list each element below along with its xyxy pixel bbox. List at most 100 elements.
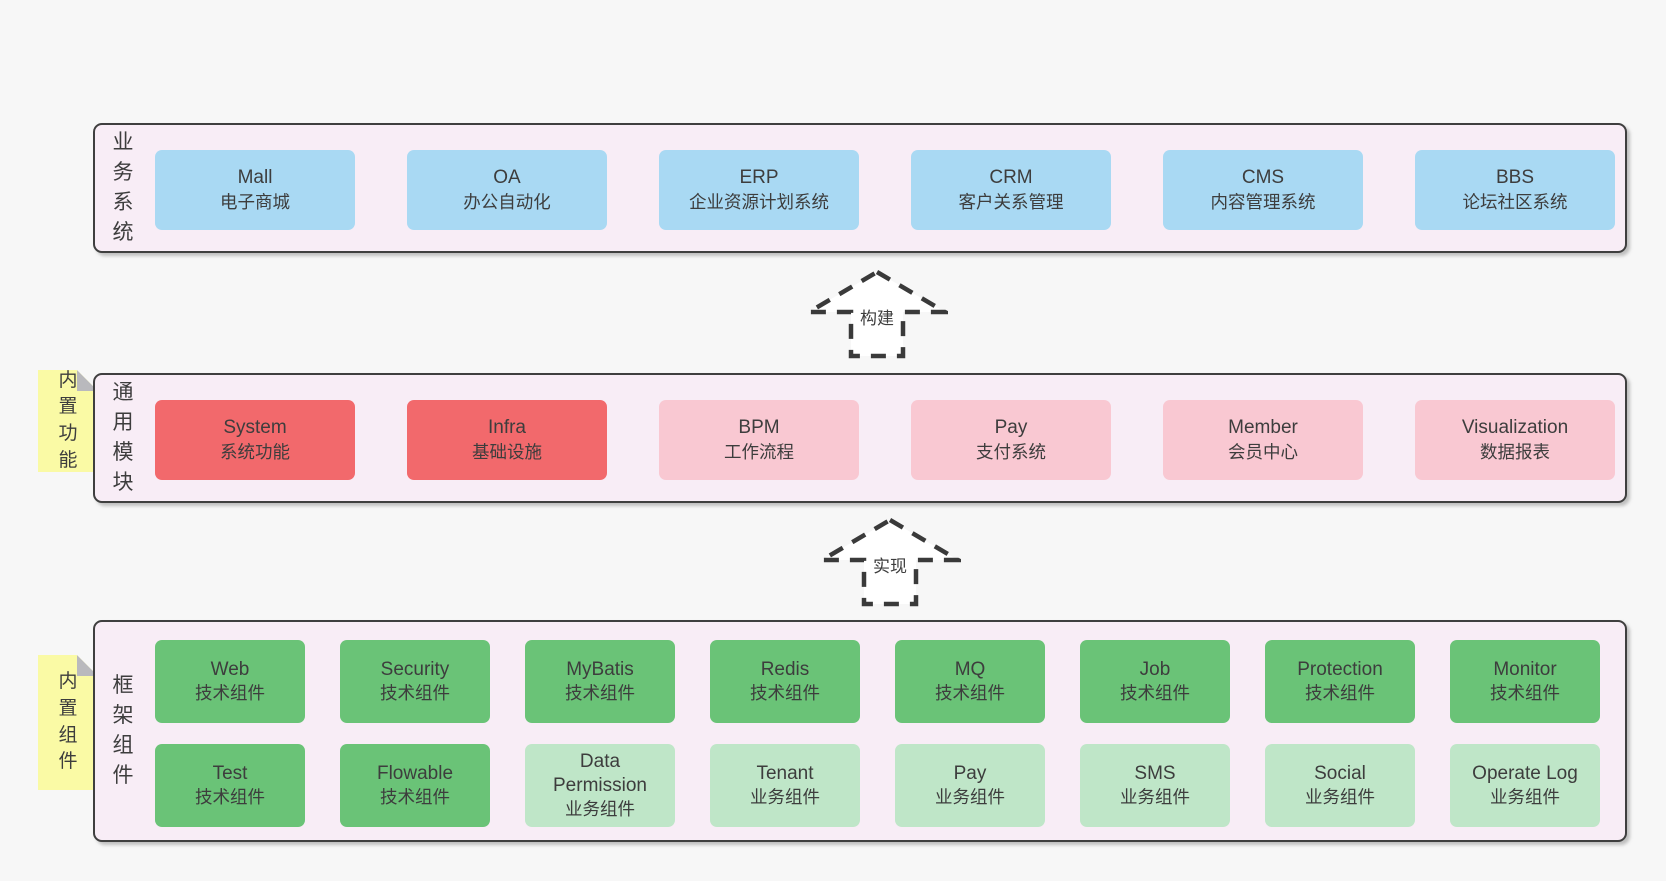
- sticky-tab-builtin-components: 内置组件: [38, 655, 98, 790]
- box-title: Job: [1139, 658, 1171, 680]
- box-subtitle: 技术组件: [380, 787, 450, 808]
- box-subtitle: 技术组件: [195, 787, 265, 808]
- box-subtitle: 技术组件: [1490, 683, 1560, 704]
- box-title: Tenant: [756, 762, 814, 784]
- box-title: MQ: [954, 658, 986, 680]
- box-title: CMS: [1241, 167, 1285, 189]
- diagram-box-tenant: Tenant 业务组件: [710, 744, 860, 827]
- box-subtitle: 数据报表: [1480, 441, 1550, 462]
- sticky-tab-label: 内置功能: [58, 369, 78, 471]
- box-title: BBS: [1495, 167, 1535, 189]
- box-subtitle: 内容管理系统: [1210, 191, 1316, 212]
- box-subtitle: 业务组件: [1120, 787, 1190, 808]
- panel-vertical-label: 业务系统: [112, 131, 134, 244]
- box-title: Member: [1228, 417, 1298, 439]
- box-subtitle: 基础设施: [472, 441, 542, 462]
- box-title: Visualization: [1461, 417, 1569, 439]
- box-subtitle: 客户关系管理: [958, 191, 1064, 212]
- box-subtitle: 业务组件: [750, 787, 820, 808]
- box-title: SMS: [1134, 762, 1176, 784]
- arrow-label: 实现: [869, 556, 911, 578]
- box-subtitle: 技术组件: [195, 683, 265, 704]
- box-subtitle: 电子商城: [220, 191, 290, 212]
- diagram-box-job: Job 技术组件: [1080, 640, 1230, 723]
- box-title: Test: [212, 762, 248, 784]
- box-title: Infra: [487, 417, 527, 439]
- diagram-box-pay: Pay 业务组件: [895, 744, 1045, 827]
- box-title: Mall: [237, 167, 273, 189]
- box-title: CRM: [989, 167, 1033, 189]
- box-subtitle: 业务组件: [935, 787, 1005, 808]
- box-subtitle: 技术组件: [565, 683, 635, 704]
- diagram-box-monitor: Monitor 技术组件: [1450, 640, 1600, 723]
- diagram-box-protection: Protection 技术组件: [1265, 640, 1415, 723]
- box-title: Pay: [994, 417, 1028, 439]
- box-title: MyBatis: [566, 658, 634, 680]
- diagram-box-test: Test 技术组件: [155, 744, 305, 827]
- box-subtitle: 会员中心: [1228, 441, 1298, 462]
- arrow-implement: 实现: [819, 516, 961, 608]
- diagram-box-redis: Redis 技术组件: [710, 640, 860, 723]
- box-title: Flowable: [376, 762, 454, 784]
- panel-vertical-label: 通用模块: [112, 381, 134, 494]
- diagram-box-data-permission: Data Permission 业务组件: [525, 744, 675, 827]
- arrow-label: 构建: [856, 308, 898, 330]
- box-subtitle: 技术组件: [380, 683, 450, 704]
- diagram-box-mq: MQ 技术组件: [895, 640, 1045, 723]
- box-subtitle: 业务组件: [1490, 787, 1560, 808]
- box-title: BPM: [738, 417, 780, 439]
- diagram-box-flowable: Flowable 技术组件: [340, 744, 490, 827]
- diagram-box-security: Security 技术组件: [340, 640, 490, 723]
- box-title: Web: [210, 658, 250, 680]
- box-subtitle: 技术组件: [935, 683, 1005, 704]
- box-subtitle: 工作流程: [724, 441, 794, 462]
- box-title: Security: [380, 658, 450, 680]
- box-title: Data Permission: [553, 750, 647, 796]
- box-title: Protection: [1297, 658, 1383, 680]
- diagram-box-social: Social 业务组件: [1265, 744, 1415, 827]
- box-subtitle: 系统功能: [220, 441, 290, 462]
- box-subtitle: 业务组件: [1305, 787, 1375, 808]
- box-title: Pay: [953, 762, 987, 784]
- box-subtitle: 办公自动化: [463, 191, 551, 212]
- arrow-build: 构建: [806, 268, 948, 360]
- box-title: Monitor: [1493, 658, 1557, 680]
- box-title: Redis: [760, 658, 810, 680]
- box-subtitle: 论坛社区系统: [1462, 191, 1568, 212]
- box-subtitle: 企业资源计划系统: [689, 191, 829, 212]
- box-subtitle: 技术组件: [750, 683, 820, 704]
- box-title: OA: [493, 167, 521, 189]
- diagram-box-web: Web 技术组件: [155, 640, 305, 723]
- box-subtitle: 支付系统: [976, 441, 1046, 462]
- box-subtitle: 技术组件: [1120, 683, 1190, 704]
- box-subtitle: 技术组件: [1305, 683, 1375, 704]
- diagram-box-sms: SMS 业务组件: [1080, 744, 1230, 827]
- sticky-tab-builtin-features: 内置功能: [38, 370, 98, 472]
- box-title: System: [223, 417, 287, 439]
- box-subtitle: 业务组件: [565, 799, 635, 820]
- diagram-box-mybatis: MyBatis 技术组件: [525, 640, 675, 723]
- sticky-tab-label: 内置组件: [58, 671, 78, 773]
- panel-vertical-label: 框架组件: [112, 674, 134, 787]
- box-title: Social: [1314, 762, 1366, 784]
